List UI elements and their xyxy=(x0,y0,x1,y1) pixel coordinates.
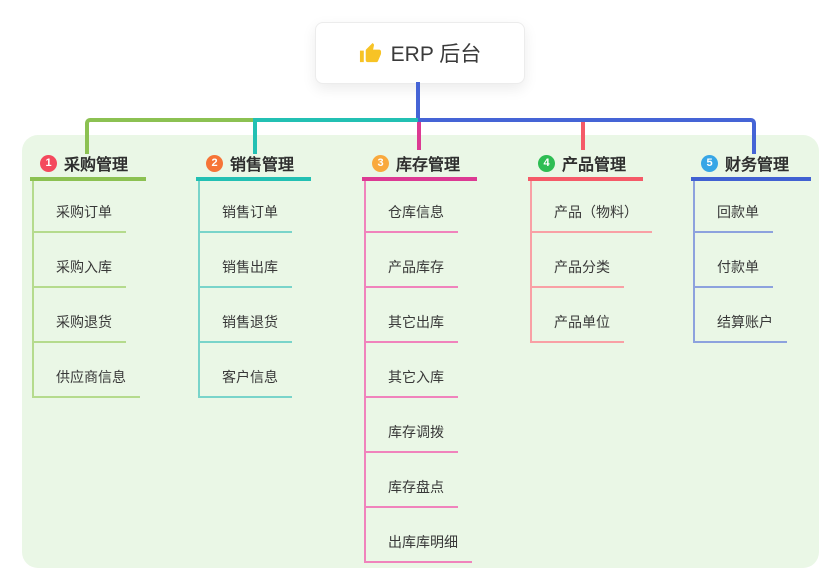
child-node[interactable]: 仓库信息 xyxy=(364,203,458,233)
branch-label: 销售管理 xyxy=(230,157,295,174)
child-node[interactable]: 付款单 xyxy=(693,258,773,288)
connector-drop-branch-3 xyxy=(417,122,421,150)
root-node[interactable]: ERP 后台 xyxy=(315,22,525,84)
branch-spine-line xyxy=(530,181,532,343)
branch-spine-line xyxy=(693,181,695,343)
child-node[interactable]: 客户信息 xyxy=(198,368,292,398)
branch-spine-line xyxy=(32,181,34,398)
child-node[interactable]: 产品库存 xyxy=(364,258,458,288)
child-node[interactable]: 销售退货 xyxy=(198,313,292,343)
connector-bus-middle xyxy=(253,118,422,154)
branch-label: 财务管理 xyxy=(725,157,790,174)
child-node[interactable]: 出库库明细 xyxy=(364,533,472,563)
child-node[interactable]: 销售出库 xyxy=(198,258,292,288)
branch-number-badge: 4 xyxy=(538,154,555,172)
connector-drop-branch-4 xyxy=(581,122,585,150)
branches-panel xyxy=(22,135,819,568)
connector-bus-right xyxy=(418,118,756,154)
child-node[interactable]: 产品单位 xyxy=(530,313,624,343)
branch-node-4[interactable]: 4 产品管理 xyxy=(528,149,643,181)
branch-number-badge: 3 xyxy=(372,154,389,172)
thumbs-up-icon xyxy=(359,42,382,65)
child-node[interactable]: 其它出库 xyxy=(364,313,458,343)
branch-node-1[interactable]: 1 采购管理 xyxy=(30,149,146,181)
connector-bus-left xyxy=(85,118,257,154)
child-node[interactable]: 回款单 xyxy=(693,203,773,233)
child-node[interactable]: 库存调拨 xyxy=(364,423,458,453)
child-node[interactable]: 供应商信息 xyxy=(32,368,140,398)
child-node[interactable]: 产品分类 xyxy=(530,258,624,288)
branch-label: 库存管理 xyxy=(396,157,461,174)
branch-label: 产品管理 xyxy=(562,157,627,174)
connector-root-drop xyxy=(416,82,420,119)
branch-number-badge: 2 xyxy=(206,154,223,172)
child-node[interactable]: 采购退货 xyxy=(32,313,126,343)
child-node[interactable]: 库存盘点 xyxy=(364,478,458,508)
child-node[interactable]: 销售订单 xyxy=(198,203,292,233)
branch-number-badge: 1 xyxy=(40,154,57,172)
branch-spine-line xyxy=(364,181,366,563)
branch-node-2[interactable]: 2 销售管理 xyxy=(196,149,311,181)
branch-node-5[interactable]: 5 财务管理 xyxy=(691,149,811,181)
child-node[interactable]: 其它入库 xyxy=(364,368,458,398)
child-node[interactable]: 结算账户 xyxy=(693,313,787,343)
child-node[interactable]: 采购订单 xyxy=(32,203,126,233)
child-node[interactable]: 采购入库 xyxy=(32,258,126,288)
child-node[interactable]: 产品（物料） xyxy=(530,203,652,233)
branch-number-badge: 5 xyxy=(701,154,718,172)
root-node-label: ERP 后台 xyxy=(390,43,482,66)
branch-label: 采购管理 xyxy=(64,157,129,174)
branch-spine-line xyxy=(198,181,200,398)
branch-node-3[interactable]: 3 库存管理 xyxy=(362,149,477,181)
